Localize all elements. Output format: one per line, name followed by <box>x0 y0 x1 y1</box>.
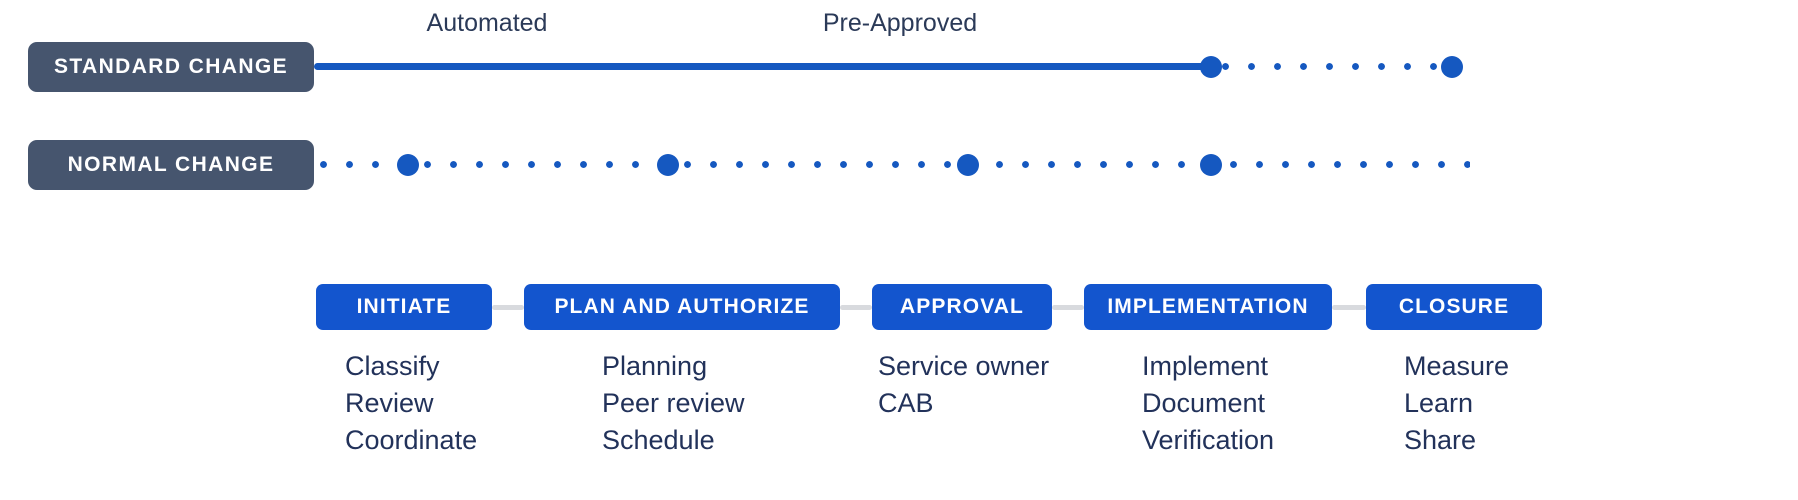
track-pill-label: NORMAL CHANGE <box>67 153 275 176</box>
detail-item: Share <box>1404 425 1477 455</box>
detail-item: Planning <box>602 351 708 381</box>
stage-box-closure[interactable]: CLOSURE <box>1366 284 1542 330</box>
stage-box-implementation[interactable]: IMPLEMENTATION <box>1084 284 1332 330</box>
track-caption: Pre-Approved <box>822 9 978 37</box>
track-standard-change: STANDARD CHANGE Automated Pre-Approved <box>0 9 1798 102</box>
track-node-dot[interactable] <box>1200 154 1222 176</box>
stage-label: INITIATE <box>356 295 452 318</box>
detail-item: Classify <box>345 351 440 381</box>
stage-connector <box>840 305 872 310</box>
detail-item: Learn <box>1404 388 1474 418</box>
track-node-dot[interactable] <box>397 154 419 176</box>
track-pill-normal-change: NORMAL CHANGE <box>28 140 314 190</box>
stage-connector <box>492 305 524 310</box>
detail-item: Implement <box>1142 351 1269 381</box>
track-node-dot[interactable] <box>657 154 679 176</box>
track-node-dot[interactable] <box>1200 56 1222 78</box>
track-line-standard-change <box>314 42 1798 92</box>
stage-label: IMPLEMENTATION <box>1107 295 1309 318</box>
detail-item: Verification <box>1142 425 1275 455</box>
stage-label: PLAN AND AUTHORIZE <box>554 295 810 318</box>
detail-item: Measure <box>1404 351 1510 381</box>
stage-label: APPROVAL <box>900 295 1024 318</box>
track-caption: Automated <box>426 9 548 37</box>
detail-item: CAB <box>878 388 934 418</box>
detail-item: Peer review <box>602 388 745 418</box>
detail-item: Document <box>1142 388 1266 418</box>
stage-box-initiate[interactable]: INITIATE <box>316 284 492 330</box>
detail-item: Coordinate <box>345 425 478 455</box>
stage-box-plan-and-authorize[interactable]: PLAN AND AUTHORIZE <box>524 284 840 330</box>
track-pill-label: STANDARD CHANGE <box>53 55 289 78</box>
track-node-dot[interactable] <box>957 154 979 176</box>
track-dotted-segment <box>318 159 1470 170</box>
track-line-normal-change <box>314 140 1798 190</box>
track-normal-change: NORMAL CHANGE <box>0 140 1798 200</box>
track-pill-standard-change: STANDARD CHANGE <box>28 42 314 92</box>
stage-connector <box>1052 305 1084 310</box>
track-node-dot[interactable] <box>1441 56 1463 78</box>
track-solid-segment <box>314 63 1211 70</box>
stage-row: INITIATE PLAN AND AUTHORIZE APPROVAL IMPLEM… <box>0 284 1798 330</box>
track-dotted-segment <box>1220 61 1452 72</box>
stage-connector <box>1332 305 1366 310</box>
detail-item: Schedule <box>602 425 715 455</box>
detail-item: Service owner <box>878 351 1050 381</box>
stage-box-approval[interactable]: APPROVAL <box>872 284 1052 330</box>
stage-label: CLOSURE <box>1398 295 1510 318</box>
detail-item: Review <box>345 388 434 418</box>
